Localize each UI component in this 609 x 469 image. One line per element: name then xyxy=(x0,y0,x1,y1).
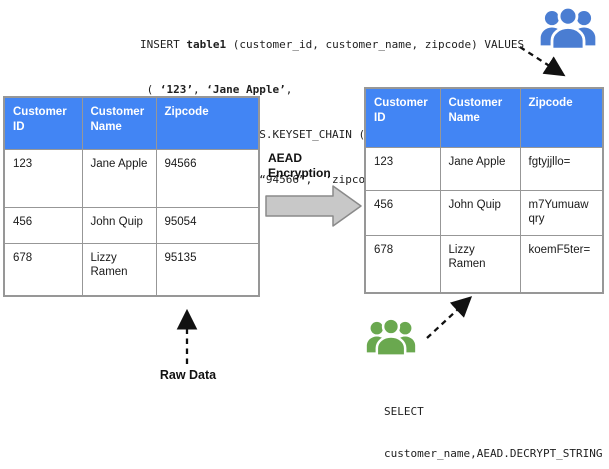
table-row: 123 Jane Apple 94566 xyxy=(3,148,260,208)
table-cell: Lizzy Ramen xyxy=(439,234,521,294)
sql-segment-bold: ‘Jane Apple’ xyxy=(206,83,286,96)
sql-segment-bold: table1 xyxy=(186,38,227,51)
table-cell: 456 xyxy=(3,206,83,244)
aead-encryption-label: AEAD Encryption xyxy=(268,151,331,181)
column-header-zipcode: Zipcode xyxy=(519,87,604,148)
table-cell: 123 xyxy=(364,146,441,191)
column-header-zipcode: Zipcode xyxy=(155,96,260,150)
sql-segment-bold: ‘123’ xyxy=(159,83,193,96)
sql-line: customer_name,AEAD.DECRYPT_STRING xyxy=(384,447,603,460)
table-row: 456 John Quip m7Yumuawqry xyxy=(364,189,604,236)
raw-data-label: Raw Data xyxy=(159,368,217,382)
sql-line: ( ‘123’, ‘Jane Apple’, xyxy=(140,82,524,97)
table-cell-encrypted: fgtyjjllo= xyxy=(519,146,604,191)
aead-label-line: AEAD xyxy=(268,151,303,165)
column-header-customer-id: Customer ID xyxy=(3,96,83,150)
table-cell: 95135 xyxy=(155,242,260,297)
table-cell-encrypted: m7Yumuawqry xyxy=(519,189,604,236)
sql-line: INSERT table1 (customer_id, customer_nam… xyxy=(140,37,524,52)
column-header-customer-name: Customer Name xyxy=(439,87,521,148)
sql-line: SELECT xyxy=(384,405,424,418)
sql-segment: (customer_id, customer_name, zipcode) VA… xyxy=(226,38,525,51)
table-cell: Jane Apple xyxy=(439,146,521,191)
column-header-customer-name: Customer Name xyxy=(81,96,157,150)
table-cell: 94566 xyxy=(155,148,260,208)
table-cell: 678 xyxy=(364,234,441,294)
sql-segment: INSERT xyxy=(140,38,187,51)
table-header-row: Customer ID Customer Name Zipcode xyxy=(364,87,604,148)
raw-data-table: Customer ID Customer Name Zipcode 123 Ja… xyxy=(3,96,260,297)
table-cell: John Quip xyxy=(81,206,157,244)
select-dashed-arrow xyxy=(426,296,473,339)
aead-label-line: Encryption xyxy=(268,166,331,180)
sql-segment: , xyxy=(193,83,207,96)
sql-segment: , xyxy=(285,83,293,96)
table-cell: 123 xyxy=(3,148,83,208)
table-row: 678 Lizzy Ramen 95135 xyxy=(3,242,260,297)
encrypted-data-table: Customer ID Customer Name Zipcode 123 Ja… xyxy=(364,87,604,294)
table-row: 678 Lizzy Ramen koemF5ter= xyxy=(364,234,604,294)
table-cell-encrypted: koemF5ter= xyxy=(519,234,604,294)
table-row: 456 John Quip 95054 xyxy=(3,206,260,244)
table-header-row: Customer ID Customer Name Zipcode xyxy=(3,96,260,150)
users-group-icon-green xyxy=(366,314,416,359)
table-cell: 678 xyxy=(3,242,83,297)
select-sql-code: SELECT customer_name,AEAD.DECRYPT_STRING… xyxy=(384,377,603,469)
table-cell: 95054 xyxy=(155,206,260,244)
column-header-customer-id: Customer ID xyxy=(364,87,441,148)
table-cell: Jane Apple xyxy=(81,148,157,208)
table-row: 123 Jane Apple fgtyjjllo= xyxy=(364,146,604,191)
table-cell: John Quip xyxy=(439,189,521,236)
users-group-icon-blue xyxy=(539,3,597,52)
table-cell: Lizzy Ramen xyxy=(81,242,157,297)
sql-segment: ( xyxy=(140,83,160,96)
table-cell: 456 xyxy=(364,189,441,236)
